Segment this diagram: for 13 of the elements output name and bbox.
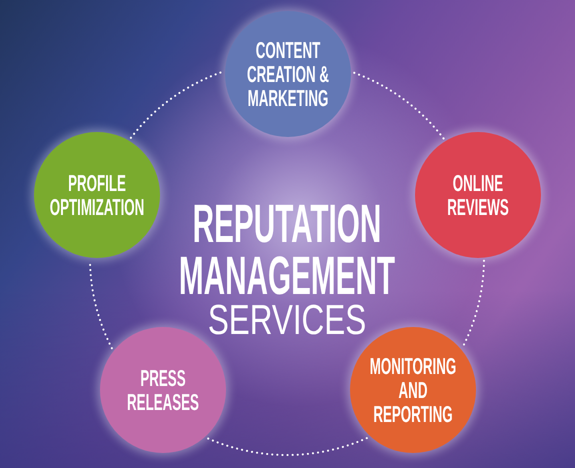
dotted-connector <box>462 260 485 348</box>
title: REPUTATION MANAGEMENT SERVICES <box>178 198 396 340</box>
node-label: MONITORING AND REPORTING <box>368 354 458 426</box>
node-label: PRESS RELEASES <box>126 366 200 414</box>
service-circle <box>34 132 160 258</box>
node-label: ONLINE REVIEWS <box>446 171 510 219</box>
dotted-connector <box>353 72 445 140</box>
dotted-connector <box>206 437 368 456</box>
service-circle <box>225 11 351 137</box>
service-circle <box>415 132 541 258</box>
node-label: CONTENT CREATION & MARKETING <box>246 38 330 110</box>
node-label: PROFILE OPTIMIZATION <box>48 171 146 219</box>
dotted-connector <box>130 71 223 139</box>
